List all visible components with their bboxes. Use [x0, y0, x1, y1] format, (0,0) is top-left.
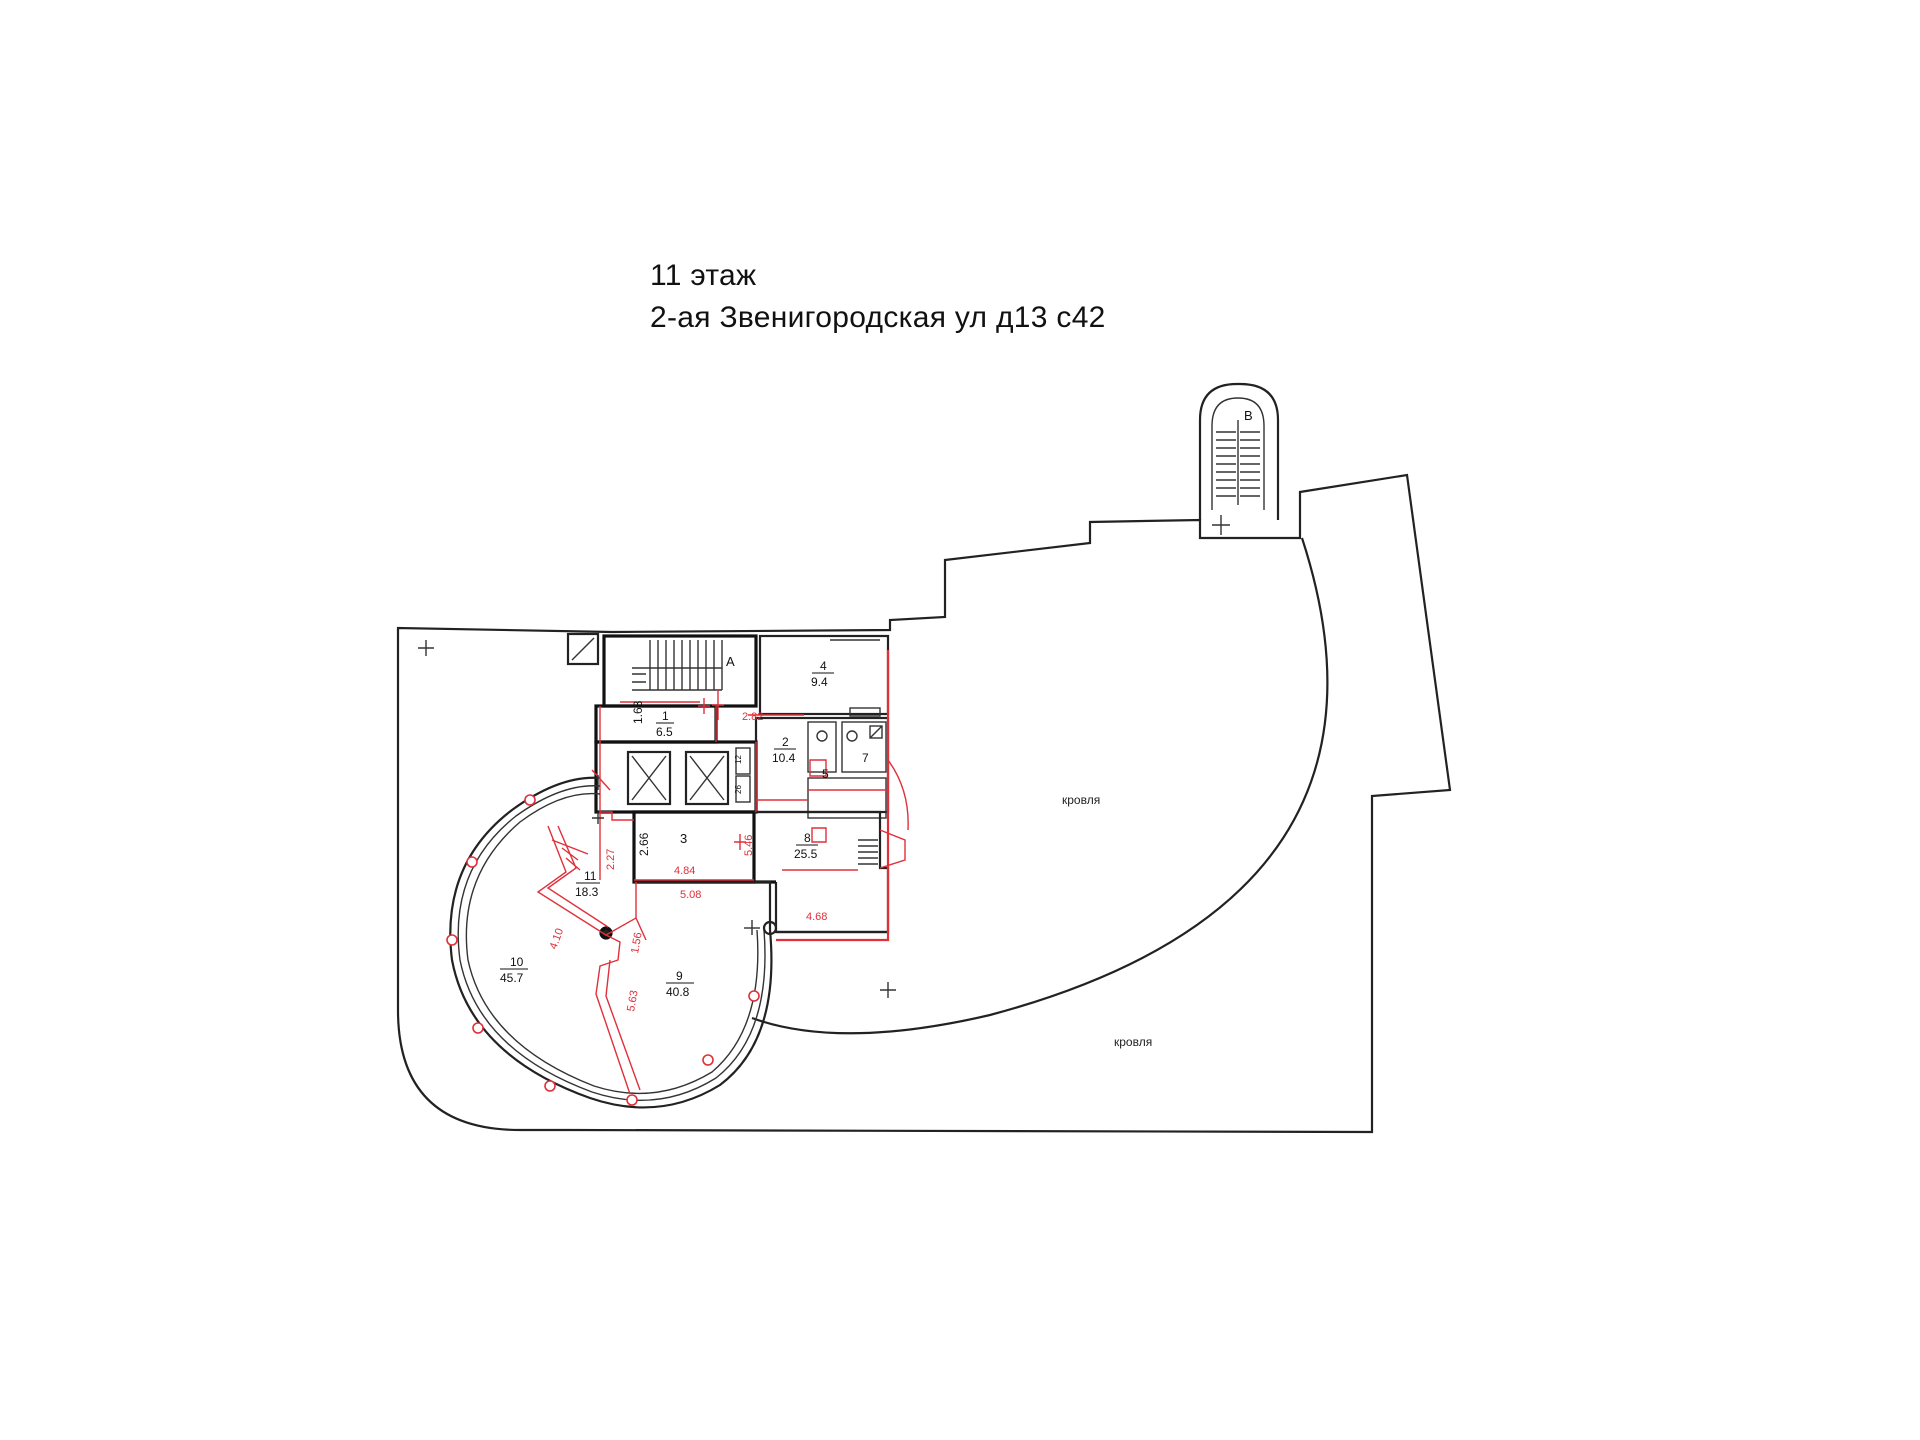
rotunda: [446, 769, 778, 1109]
column: [748, 990, 760, 1002]
roof-label-upper: кровля: [1062, 793, 1100, 807]
room-3-number: 3: [680, 831, 687, 846]
dim-1-63: 1.63: [631, 700, 645, 724]
room-2-area: 10.4: [772, 751, 796, 765]
stair-a-steps: [632, 640, 723, 691]
column: [446, 934, 458, 946]
room-8-number: 8: [804, 831, 811, 845]
address-title: 2-ая Звенигородская ул д13 с42: [650, 301, 1106, 334]
room-11-area: 18.3: [575, 885, 599, 899]
dim-4-10: 4.10: [548, 927, 567, 951]
room-10-area: 45.7: [500, 971, 524, 985]
outer-outline: [396, 473, 1452, 1134]
column: [626, 1094, 638, 1106]
dim-5-08: 5.08: [680, 889, 701, 901]
dim-small-26: 26: [734, 785, 743, 794]
column: [544, 1080, 556, 1092]
dimension-labels: 1.63 2.82 2.66 2.27 4.84 5.08 5.46 4.68 …: [548, 700, 828, 1012]
room-8-area: 25.5: [794, 847, 818, 861]
column: [472, 1022, 484, 1034]
red-overlay: [599, 650, 909, 942]
room-10-number: 10: [510, 955, 524, 969]
dim-5-63: 5.63: [625, 989, 641, 1012]
dim-4-68: 4.68: [806, 911, 827, 923]
dim-1-56: 1.56: [629, 931, 645, 954]
room-2-number: 2: [782, 735, 789, 749]
room-1-area: 6.5: [656, 725, 673, 739]
room-7-number: 7: [862, 751, 869, 765]
dim-5-46: 5.46: [743, 835, 755, 856]
room-4-number: 4: [820, 659, 827, 673]
grid-ticks: [418, 640, 896, 998]
column: [702, 1054, 714, 1066]
dim-2-27: 2.27: [605, 849, 617, 870]
stair-b-tower: В: [1198, 382, 1280, 535]
stair-b-label: В: [1244, 408, 1253, 423]
column: [466, 856, 478, 868]
room-9-number: 9: [676, 969, 683, 983]
dim-2-82: 2.82: [742, 711, 763, 723]
dim-small-12: 12: [734, 755, 743, 764]
room-5-number: 5: [822, 767, 829, 781]
core-walls: А: [566, 632, 890, 934]
dim-2-66: 2.66: [637, 832, 651, 856]
plan-title-block: 11 этаж 2-ая Звенигородская ул д13 с42: [650, 255, 1106, 339]
room-4-area: 9.4: [811, 675, 828, 689]
room-9-area: 40.8: [666, 985, 690, 999]
column: [524, 794, 536, 806]
dim-4-84: 4.84: [674, 865, 695, 877]
stair-a-label: А: [726, 654, 735, 669]
roof-label-lower: кровля: [1114, 1035, 1152, 1049]
floor-title: 11 этаж: [650, 259, 757, 292]
room-11-number: 11: [584, 869, 597, 883]
room-1-number: 1: [662, 709, 669, 723]
roof-curve: [751, 537, 1329, 1035]
stair-b-steps: [1216, 431, 1260, 497]
room-labels: 1 6.5 2 10.4 3 4 9.4 5 7 8 25.5 9 40.8 1…: [500, 659, 869, 999]
